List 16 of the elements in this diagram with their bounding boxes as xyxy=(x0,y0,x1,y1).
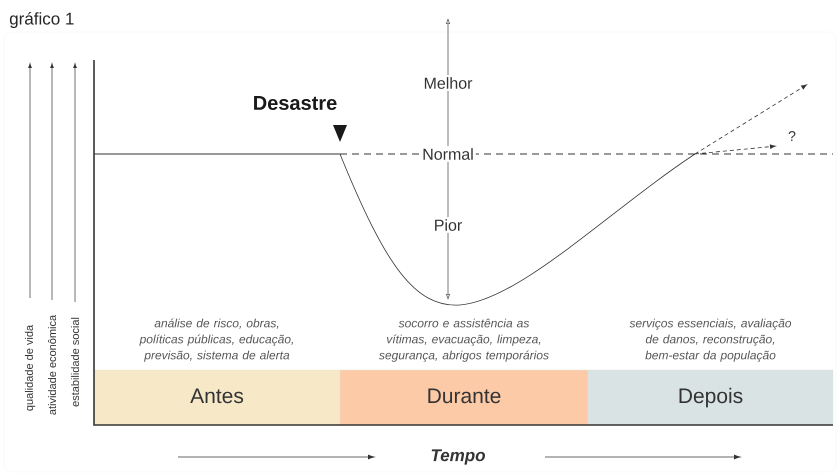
phase-description: socorro e assistência as vítimas, evacuação, limpeza, segurança, abrigos temporários xyxy=(379,318,549,362)
title: gráfico 1 xyxy=(10,12,74,28)
scale-label: Pior xyxy=(432,217,464,233)
scale-label: Melhor xyxy=(422,75,474,91)
axis-label: estabilidade social xyxy=(70,318,80,406)
phase-description: serviços essenciais, avaliação de danos, reconstrução, bem-estar da população xyxy=(630,318,792,362)
axis-label: qualidade de vida xyxy=(24,324,36,411)
question-mark: ? xyxy=(788,131,796,141)
phase-band: Antes xyxy=(94,370,340,426)
scale-label: Normal xyxy=(420,146,476,162)
axis-title: Tempo xyxy=(432,449,485,465)
disaster-label: Desastre xyxy=(254,96,337,110)
phase-band: Durante xyxy=(340,370,588,426)
phase-description: análise de risco, obras, políticas públicas, educação, previsão, sistema de alerta xyxy=(139,318,293,362)
phase-band: Depois xyxy=(588,370,834,426)
axis-label: atividade econômica xyxy=(48,314,56,415)
